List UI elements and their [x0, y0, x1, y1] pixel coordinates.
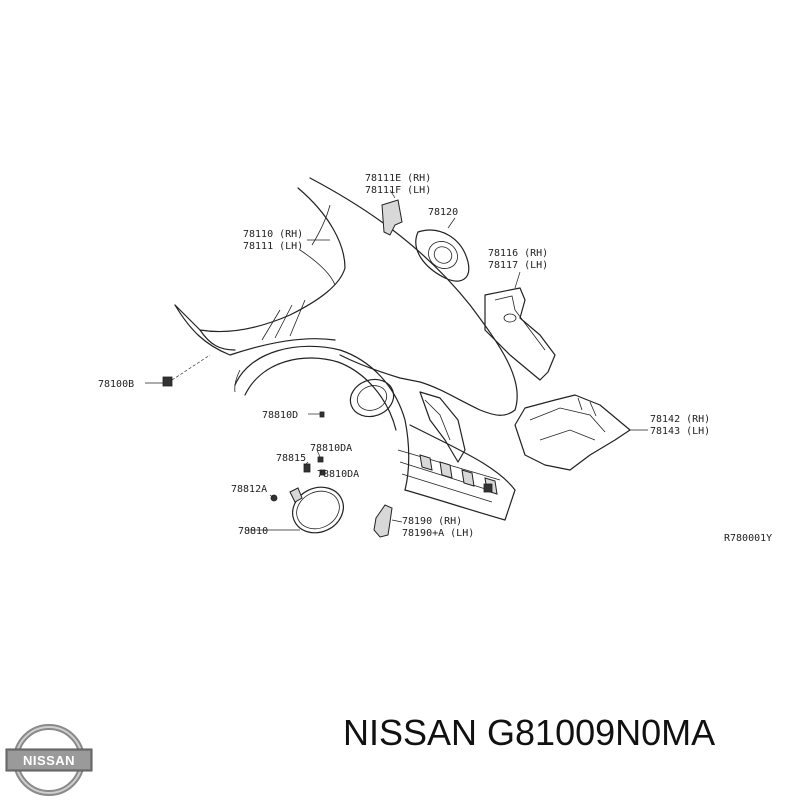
bracket-78111e: [381, 189, 403, 236]
brand-part-number: NISSAN G81009N0MA: [343, 712, 716, 753]
inner-panel-78142: [514, 394, 648, 471]
label-78812a: 78812A: [231, 484, 267, 495]
label-78810da-1: 78810DA: [310, 443, 352, 454]
label-78116: 78116 (RH): [488, 248, 548, 259]
extension-78116: [484, 271, 556, 381]
label-78810da-2: 78810DA: [317, 469, 359, 480]
label-78142: 78142 (RH): [650, 414, 710, 425]
filler-base-78120: [415, 217, 470, 282]
label-78117: 78117 (LH): [488, 260, 548, 271]
nissan-logo-icon: NISSAN: [5, 724, 93, 796]
fasteners: [162, 354, 493, 502]
fuel-door-78810: [248, 486, 344, 534]
label-78111: 78111 (LH): [243, 241, 303, 252]
label-78810d: 78810D: [262, 410, 298, 421]
label-78815: 78815: [276, 453, 306, 464]
label-78111f: 78111F (LH): [365, 185, 431, 196]
label-78111e: 78111E (RH): [365, 173, 431, 184]
bracket-78190: [373, 504, 403, 538]
reference-code: R780001Y: [724, 533, 772, 544]
label-78120: 78120: [428, 207, 458, 218]
label-78190a: 78190+A (LH): [402, 528, 474, 539]
label-78110: 78110 (RH): [243, 229, 303, 240]
label-78190: 78190 (RH): [402, 516, 462, 527]
logo-text: NISSAN: [23, 753, 75, 768]
leader-lines: [145, 239, 330, 499]
label-78810: 78810: [238, 526, 268, 537]
label-78100b: 78100B: [98, 379, 134, 390]
quarter-panel: [174, 177, 518, 521]
label-78143: 78143 (LH): [650, 426, 710, 437]
